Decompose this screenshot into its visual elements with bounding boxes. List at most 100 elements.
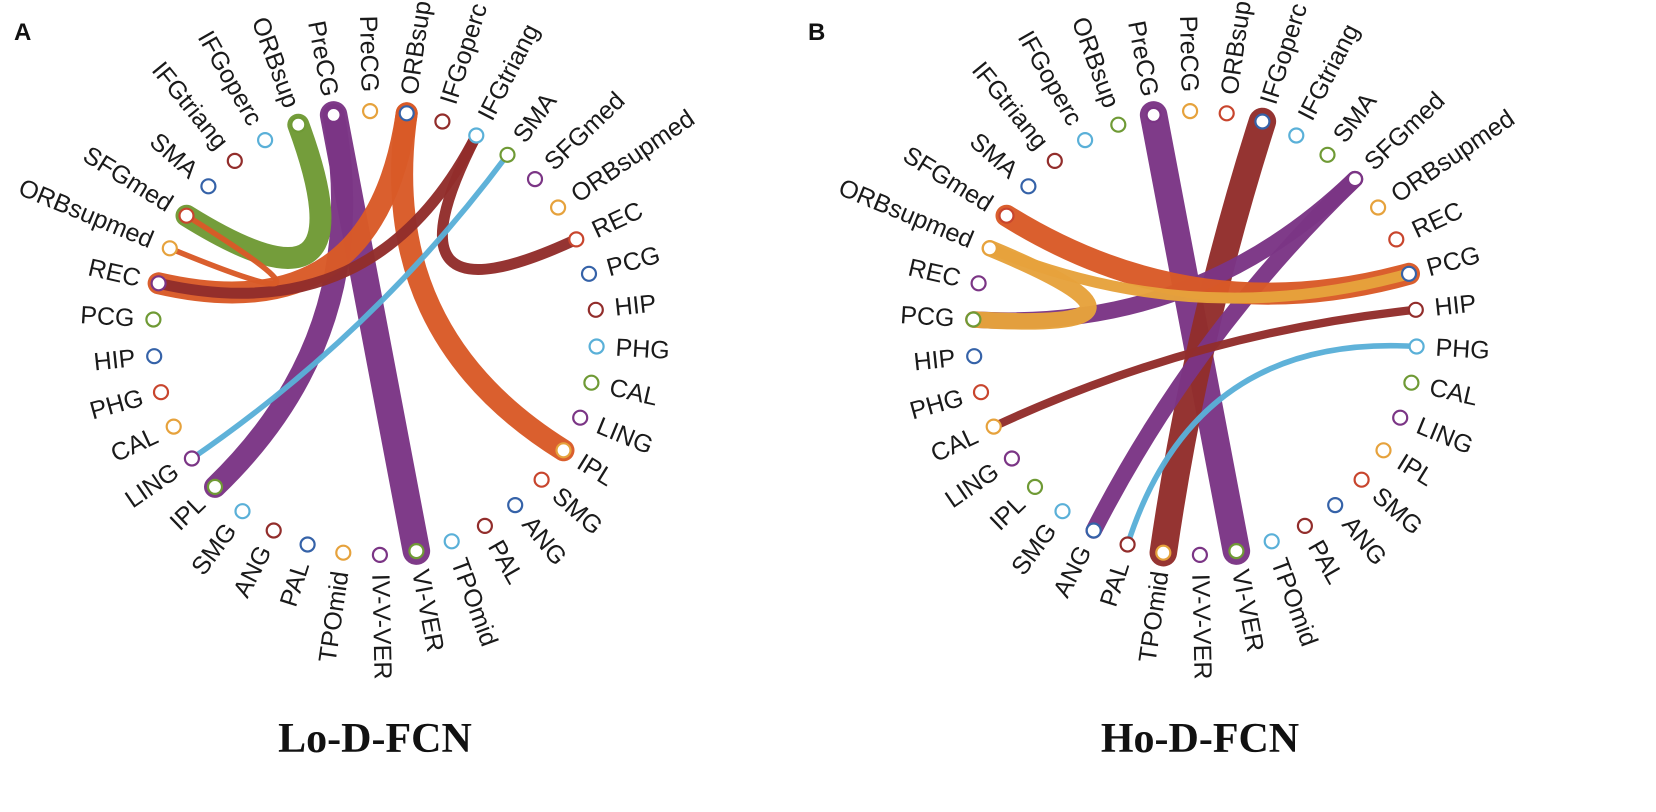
region-label: LING — [1412, 412, 1477, 460]
connection-edge — [189, 152, 511, 462]
region-node — [265, 522, 282, 539]
region-node — [178, 207, 195, 224]
region-node — [408, 542, 425, 560]
region-label: CAL — [926, 422, 982, 468]
region-node — [234, 503, 251, 520]
region-node — [1369, 199, 1387, 216]
region-node — [1296, 517, 1314, 535]
region-node — [555, 442, 572, 459]
region-node — [1110, 116, 1127, 133]
region-label: LING — [592, 412, 657, 460]
connection-edge — [391, 102, 575, 462]
region-label: IPL — [572, 448, 619, 492]
region-node — [981, 240, 998, 257]
region-label: PHG — [615, 334, 671, 365]
region-label: PAL — [482, 535, 529, 588]
region-node — [150, 275, 167, 292]
region-label: ANG — [1336, 511, 1392, 571]
region-node — [1046, 152, 1063, 169]
panel-a-letter: A — [14, 19, 31, 46]
region-label: IPL — [985, 490, 1032, 536]
connection-edge — [167, 212, 280, 287]
region-label: VI-VER — [1226, 567, 1269, 654]
region-label: SMG — [1006, 518, 1062, 580]
region-node — [1119, 536, 1136, 553]
region-node — [1288, 127, 1305, 144]
region-node — [1181, 102, 1199, 120]
region-label: PAL — [275, 558, 315, 610]
region-node — [1403, 374, 1420, 391]
region-node — [985, 418, 1002, 435]
region-node — [152, 384, 170, 401]
region-node — [1327, 497, 1344, 514]
region-node — [1026, 478, 1044, 495]
region-label: HIP — [1433, 290, 1477, 322]
region-label: ORBsup — [1216, 0, 1257, 96]
region-node — [1076, 132, 1094, 149]
region-node — [362, 102, 379, 120]
region-label: SMA — [508, 88, 563, 148]
region-label: PCG — [899, 301, 955, 332]
region-node — [1228, 542, 1245, 560]
region-label: PCG — [604, 241, 664, 282]
region-node — [1388, 231, 1405, 248]
region-node — [580, 265, 598, 282]
region-label: CAL — [106, 422, 162, 468]
region-label: ANG — [516, 511, 572, 571]
region-node — [1400, 265, 1418, 282]
region-label: REC — [86, 254, 144, 293]
region-label: CAL — [607, 373, 661, 411]
region-node — [572, 409, 589, 426]
region-label: PreCG — [1122, 19, 1164, 99]
region-node — [965, 311, 982, 328]
region-node — [549, 199, 567, 216]
region-node — [1375, 442, 1392, 459]
region-node — [371, 546, 388, 564]
region-node — [145, 311, 162, 328]
region-label: SMA — [1328, 88, 1383, 148]
region-label: IPL — [165, 490, 212, 536]
region-node — [1353, 471, 1370, 488]
region-label: IPL — [1392, 448, 1439, 492]
region-node — [1392, 409, 1409, 426]
region-node — [1346, 171, 1364, 188]
region-node — [161, 240, 178, 257]
region-node — [1020, 178, 1037, 195]
region-node — [226, 152, 243, 169]
region-label: ANG — [228, 541, 278, 602]
region-node — [507, 497, 524, 514]
region-node — [583, 374, 600, 391]
panel-a-edges — [147, 101, 582, 565]
region-node — [146, 348, 163, 365]
region-label: PCG — [1424, 241, 1484, 282]
panel-b-nodes — [965, 102, 1425, 564]
region-label: PHG — [1435, 334, 1491, 365]
region-label: ORBsup — [396, 0, 437, 96]
region-node — [1145, 106, 1162, 124]
region-node — [299, 536, 316, 553]
region-label: PreCG — [302, 19, 344, 99]
region-node — [1085, 522, 1102, 539]
region-node — [499, 146, 516, 163]
connection-edge — [1149, 107, 1277, 567]
region-node — [970, 275, 987, 292]
region-label: REC — [906, 254, 964, 293]
region-node — [533, 471, 550, 488]
region-node — [1218, 105, 1235, 122]
region-label: TPOmid — [314, 570, 355, 665]
region-node — [1408, 338, 1425, 355]
region-node — [587, 301, 604, 318]
region-label: ANG — [1048, 541, 1098, 602]
region-label: HIP — [92, 344, 136, 376]
region-node — [476, 517, 493, 535]
panel-a-nodes — [145, 102, 605, 564]
region-node — [1254, 113, 1271, 130]
region-label: REC — [588, 196, 648, 244]
connection-edge — [204, 103, 354, 498]
connection-edge — [175, 113, 332, 269]
region-label: IV-V-VER — [1186, 574, 1216, 680]
region-label: PreCG — [1174, 15, 1204, 92]
region-label: SMA — [964, 127, 1023, 184]
